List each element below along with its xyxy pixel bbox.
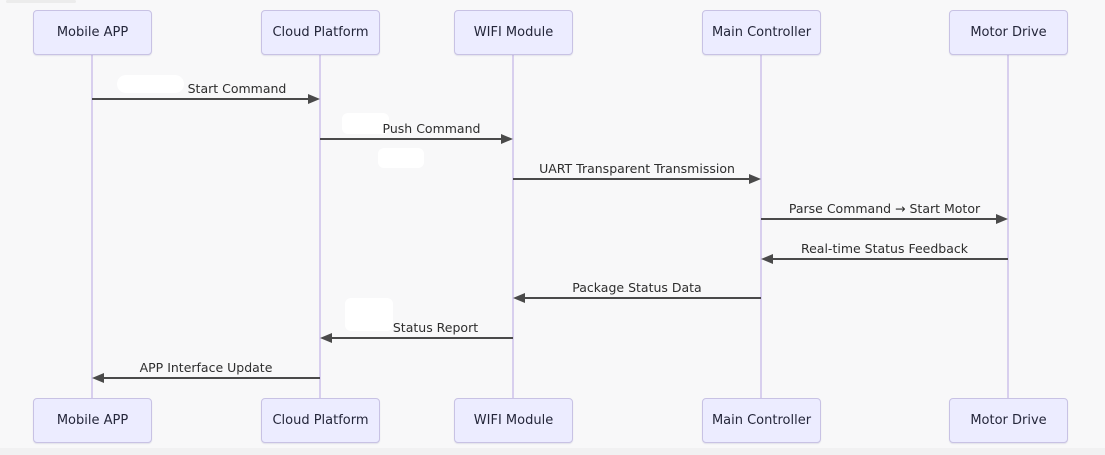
- actor-label: Cloud Platform: [272, 25, 369, 40]
- actor-label: Mobile APP: [56, 25, 129, 40]
- lifeline-wifi-module: [512, 55, 514, 398]
- redaction-patch: [117, 75, 184, 93]
- actor-top-main-controller: Main Controller: [702, 10, 821, 55]
- redaction-patch: [342, 113, 389, 134]
- arrowhead-right-icon: [308, 94, 320, 104]
- message-label: Parse Command → Start Motor: [788, 201, 981, 216]
- arrowhead-left-icon: [761, 254, 773, 264]
- message-label: Real-time Status Feedback: [800, 241, 968, 256]
- capture-artifact-strip: [6, 0, 76, 3]
- redaction-patch: [378, 148, 424, 168]
- actor-label: WIFI Module: [473, 413, 554, 428]
- actor-top-wifi-module: WIFI Module: [454, 10, 573, 55]
- page-bottom-strip: [0, 448, 1105, 455]
- message-arrow: [524, 297, 761, 299]
- actor-top-cloud-platform: Cloud Platform: [261, 10, 380, 55]
- actor-label: Mobile APP: [56, 413, 129, 428]
- actor-bottom-motor-drive: Motor Drive: [949, 398, 1068, 443]
- message-arrow: [103, 377, 320, 379]
- actor-label: Main Controller: [711, 413, 812, 428]
- message-label: Status Report: [392, 320, 479, 335]
- arrowhead-left-icon: [513, 293, 525, 303]
- actor-bottom-main-controller: Main Controller: [702, 398, 821, 443]
- actor-label: WIFI Module: [473, 25, 554, 40]
- message-label: APP Interface Update: [139, 360, 273, 375]
- message-label: Start Command: [187, 81, 287, 96]
- actor-bottom-cloud-platform: Cloud Platform: [261, 398, 380, 443]
- actor-top-mobile-app: Mobile APP: [33, 10, 152, 55]
- arrowhead-right-icon: [749, 174, 761, 184]
- arrowhead-left-icon: [92, 373, 104, 383]
- message-label: Package Status Data: [572, 280, 702, 295]
- message-arrow: [772, 258, 1008, 260]
- actor-label: Motor Drive: [970, 413, 1047, 428]
- message-label: UART Transparent Transmission: [539, 161, 735, 176]
- message-arrow: [513, 178, 750, 180]
- lifeline-mobile-app: [91, 55, 93, 398]
- message-arrow: [761, 218, 997, 220]
- actor-label: Motor Drive: [970, 25, 1047, 40]
- arrowhead-right-icon: [996, 214, 1008, 224]
- arrowhead-right-icon: [501, 134, 513, 144]
- message-label: Push Command: [382, 121, 481, 136]
- actor-label: Main Controller: [711, 25, 812, 40]
- lifeline-motor-drive: [1007, 55, 1009, 398]
- actor-bottom-wifi-module: WIFI Module: [454, 398, 573, 443]
- arrowhead-left-icon: [320, 333, 332, 343]
- actor-top-motor-drive: Motor Drive: [949, 10, 1068, 55]
- lifeline-cloud-platform: [319, 55, 321, 398]
- message-arrow: [320, 138, 502, 140]
- actor-label: Cloud Platform: [272, 413, 369, 428]
- redaction-patch: [345, 298, 393, 331]
- actor-bottom-mobile-app: Mobile APP: [33, 398, 152, 443]
- message-arrow: [331, 337, 513, 339]
- lifeline-main-controller: [760, 55, 762, 398]
- message-arrow: [92, 98, 309, 100]
